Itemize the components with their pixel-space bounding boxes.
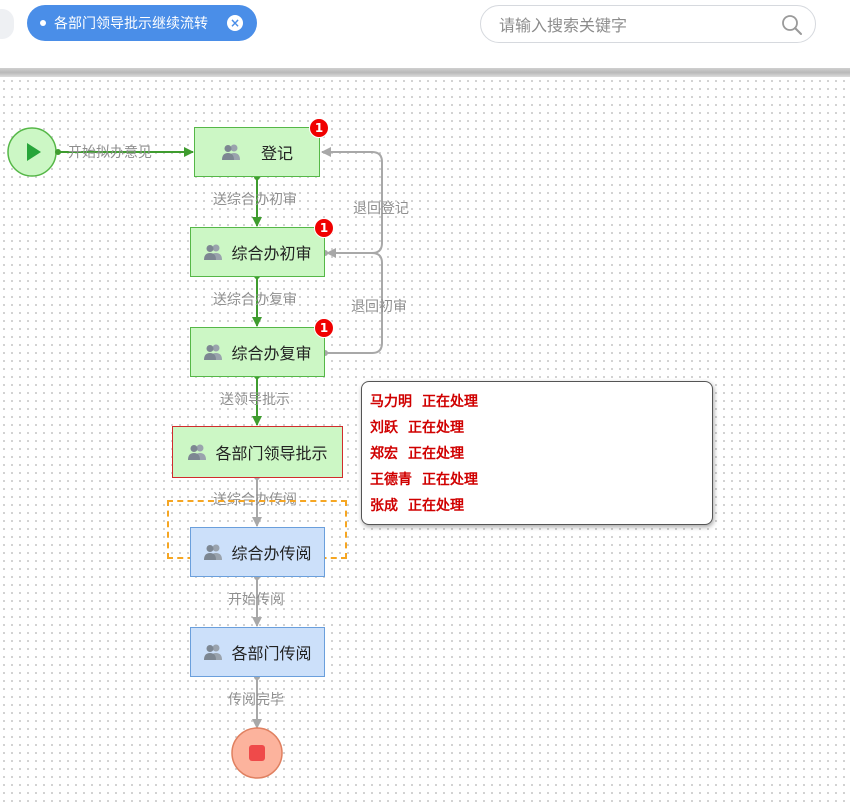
node-label: 综合办初审 [231, 244, 312, 263]
search-icon[interactable] [781, 14, 803, 36]
search-box [480, 5, 816, 43]
node-label: 各部门领导批示 [215, 444, 328, 463]
handler-name: 郑宏 [370, 446, 398, 462]
node-dengji[interactable]: 登记 [194, 127, 320, 177]
node-label: 综合办复审 [231, 344, 312, 363]
tooltip-row: 郑宏正在处理 [370, 443, 712, 469]
search-input[interactable] [497, 12, 771, 38]
node-label: 登记 [260, 144, 293, 163]
play-icon [27, 143, 41, 161]
handler-tooltip: 马力明正在处理 刘跃正在处理 郑宏正在处理 王德青正在处理 张成正在处理 [361, 381, 713, 525]
handler-status: 正在处理 [408, 420, 464, 436]
top-toolbar: 各部门领导批示继续流转 × [0, 0, 850, 68]
handler-name: 刘跃 [370, 420, 398, 436]
node-pishi[interactable]: 各部门领导批示 [172, 426, 343, 478]
edge-label-back: 退回登记 [353, 201, 409, 217]
flow-canvas: 开始拟办意见 送综合办初审 送综合办复审 送领导批示 送综合办传阅 开始传阅 传… [0, 77, 850, 804]
node-chushen[interactable]: 综合办初审 [190, 227, 325, 277]
divider-bar [0, 68, 850, 77]
node-zh-chuanyue[interactable]: 综合办传阅 [190, 527, 325, 577]
edge-label: 送综合办传阅 [213, 492, 297, 508]
tag-dot-icon [40, 20, 46, 26]
left-scroll-stub[interactable] [0, 9, 14, 39]
handler-name: 马力明 [370, 394, 412, 410]
edge-label: 传阅完毕 [228, 692, 284, 708]
badge-count: 1 [314, 318, 334, 338]
edge-label-start: 开始拟办意见 [68, 145, 152, 161]
handler-status: 正在处理 [422, 472, 478, 488]
close-icon[interactable]: × [227, 15, 243, 31]
edge-label: 开始传阅 [228, 592, 284, 608]
end-node[interactable] [231, 727, 283, 779]
users-icon [204, 344, 223, 360]
tooltip-row: 刘跃正在处理 [370, 417, 712, 443]
node-bm-chuanyue[interactable]: 各部门传阅 [190, 627, 325, 677]
tooltip-row: 张成正在处理 [370, 495, 712, 521]
handler-status: 正在处理 [408, 498, 464, 514]
node-fushen[interactable]: 综合办复审 [190, 327, 325, 377]
filter-tag[interactable]: 各部门领导批示继续流转 × [27, 5, 257, 41]
handler-status: 正在处理 [422, 394, 478, 410]
edge-back-dengji [321, 147, 383, 254]
users-icon [221, 144, 240, 160]
handler-name: 张成 [370, 498, 398, 514]
badge-count: 1 [314, 218, 334, 238]
node-label: 各部门传阅 [231, 644, 312, 663]
badge-count: 1 [309, 118, 329, 138]
edge-label-back: 退回初审 [351, 299, 407, 315]
node-label: 综合办传阅 [231, 544, 312, 563]
users-icon [204, 544, 223, 560]
edge-label: 送领导批示 [220, 392, 290, 408]
stop-icon [249, 745, 265, 761]
filter-tag-label: 各部门领导批示继续流转 [54, 16, 208, 32]
users-icon [204, 644, 223, 660]
tooltip-row: 马力明正在处理 [370, 391, 712, 417]
handler-status: 正在处理 [408, 446, 464, 462]
users-icon [188, 444, 207, 460]
edge-back-chushen [325, 248, 383, 354]
start-node[interactable] [7, 127, 57, 177]
handler-name: 王德青 [370, 472, 412, 488]
edge-label: 送综合办复审 [213, 292, 297, 308]
users-icon [204, 244, 223, 260]
edge-label: 送综合办初审 [213, 192, 297, 208]
tooltip-row: 王德青正在处理 [370, 469, 712, 495]
